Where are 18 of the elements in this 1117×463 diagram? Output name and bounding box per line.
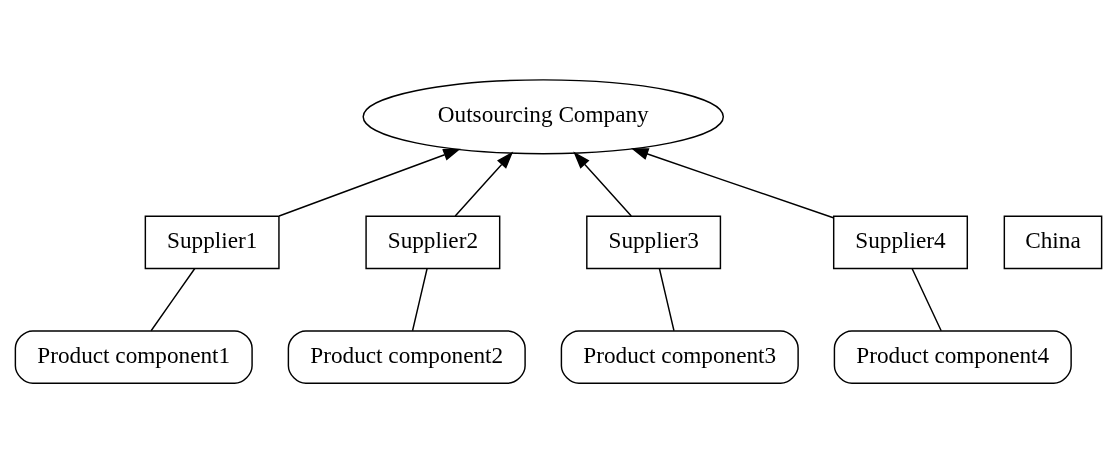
connector	[411, 267, 428, 332]
arrow	[631, 148, 835, 219]
connector	[911, 267, 942, 332]
node-ellipse: Outsourcing Company	[362, 79, 725, 155]
node-box: Product component1	[14, 330, 253, 384]
node-box: Product component3	[560, 330, 799, 384]
arrow	[573, 151, 632, 217]
node-box: China	[1003, 215, 1103, 270]
node-box: Product component4	[833, 330, 1072, 384]
connector	[150, 267, 196, 332]
arrow	[454, 151, 514, 217]
node-box: Supplier3	[586, 215, 722, 270]
connector	[658, 267, 675, 332]
node-box: Supplier4	[832, 215, 969, 270]
arrow	[278, 148, 461, 217]
node-box: Supplier1	[144, 215, 280, 270]
node-box: Supplier2	[365, 215, 501, 270]
node-box: Product component2	[287, 330, 526, 384]
